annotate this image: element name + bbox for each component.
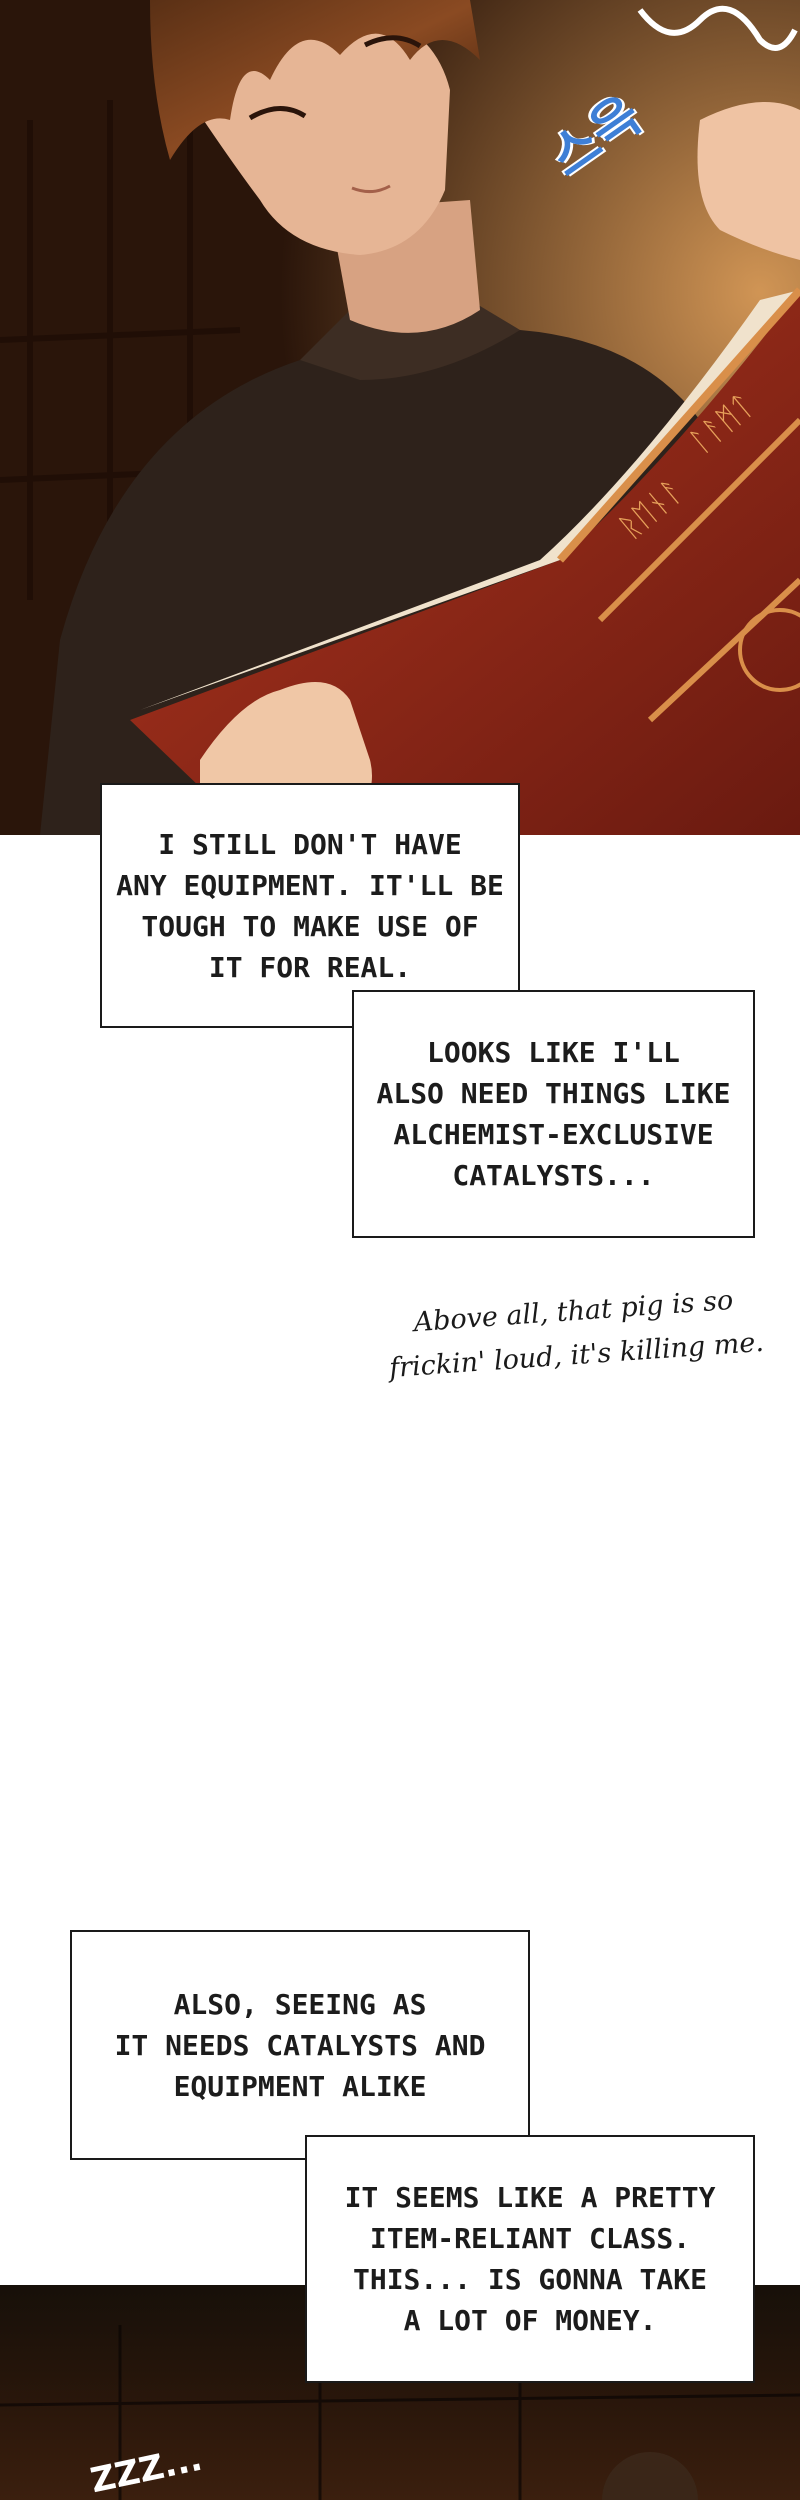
dark-scene-illustration (0, 2315, 800, 2500)
narration-box-3: ALSO, SEEING AS IT NEEDS CATALYSTS AND E… (70, 1930, 530, 2160)
character-reading-book-illustration: ᚱᛖᚾᚨ ᛚᚨᛗᛏ (0, 0, 800, 835)
narration-box-1: I STILL DON'T HAVE ANY EQUIPMENT. IT'LL … (100, 783, 520, 1028)
narration-box-2: LOOKS LIKE I'LL ALSO NEED THINGS LIKE AL… (352, 990, 755, 1238)
sfx-squiggle-decoration (637, 5, 798, 51)
narration-box-4: IT SEEMS LIKE A PRETTY ITEM-RELIANT CLAS… (305, 2135, 755, 2383)
illustration-panel-top: ᚱᛖᚾᚨ ᛚᚨᛗᛏ 스윽 (0, 0, 800, 835)
thought-text: Above all, that pig is so frickin' loud,… (388, 1284, 765, 1385)
